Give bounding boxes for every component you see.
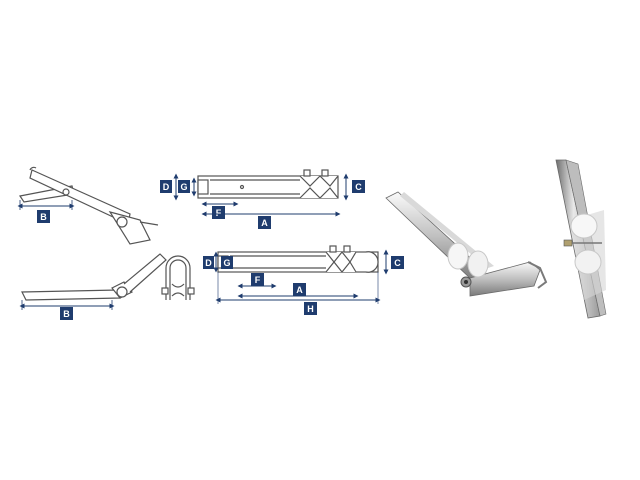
badge-b-top bbox=[37, 210, 50, 223]
badge-g-2-label: G bbox=[223, 258, 230, 268]
badge-a-2-label: A bbox=[296, 285, 303, 295]
badge-c-2-label: C bbox=[394, 258, 401, 268]
badge-b-bottom bbox=[60, 307, 73, 320]
badge-h-label: H bbox=[307, 304, 314, 314]
badge-f-1-label: F bbox=[216, 208, 222, 218]
badge-d-1-label: D bbox=[163, 182, 170, 192]
dimensions-top-view-1: D G C F A bbox=[160, 173, 365, 229]
dimension-b-bottom: B bbox=[19, 300, 115, 320]
front-view-drawing bbox=[161, 255, 195, 300]
badge-g-2 bbox=[221, 256, 233, 269]
dimension-b-top: B bbox=[17, 200, 75, 223]
badge-c-1 bbox=[352, 180, 365, 193]
badge-c-1-label: C bbox=[355, 182, 362, 192]
badge-f-2-label: F bbox=[255, 275, 261, 285]
dimensions-top-view-2: D G C F A H bbox=[203, 249, 404, 315]
badge-h bbox=[304, 302, 317, 315]
top-view-drawing-1 bbox=[197, 169, 339, 199]
badge-d-2 bbox=[203, 256, 214, 269]
badge-a-1 bbox=[258, 216, 271, 229]
top-view-drawing-2 bbox=[217, 245, 379, 273]
badge-d-1 bbox=[160, 180, 172, 193]
badge-c-2 bbox=[391, 256, 404, 269]
badge-a-1-label: A bbox=[261, 218, 268, 228]
side-view-drawing-1 bbox=[18, 166, 159, 245]
badge-f-2 bbox=[251, 273, 264, 286]
badge-g-1-label: G bbox=[180, 182, 187, 192]
badge-a-2 bbox=[293, 283, 306, 296]
product-photo-angled bbox=[385, 191, 548, 297]
badge-b-top-label: B bbox=[40, 212, 47, 222]
product-photo-vertical bbox=[555, 159, 607, 319]
badge-g-1 bbox=[178, 180, 190, 193]
side-view-drawing-2 bbox=[21, 253, 167, 301]
badge-b-bottom-label: B bbox=[63, 309, 70, 319]
badge-d-2-label: D bbox=[205, 258, 212, 268]
